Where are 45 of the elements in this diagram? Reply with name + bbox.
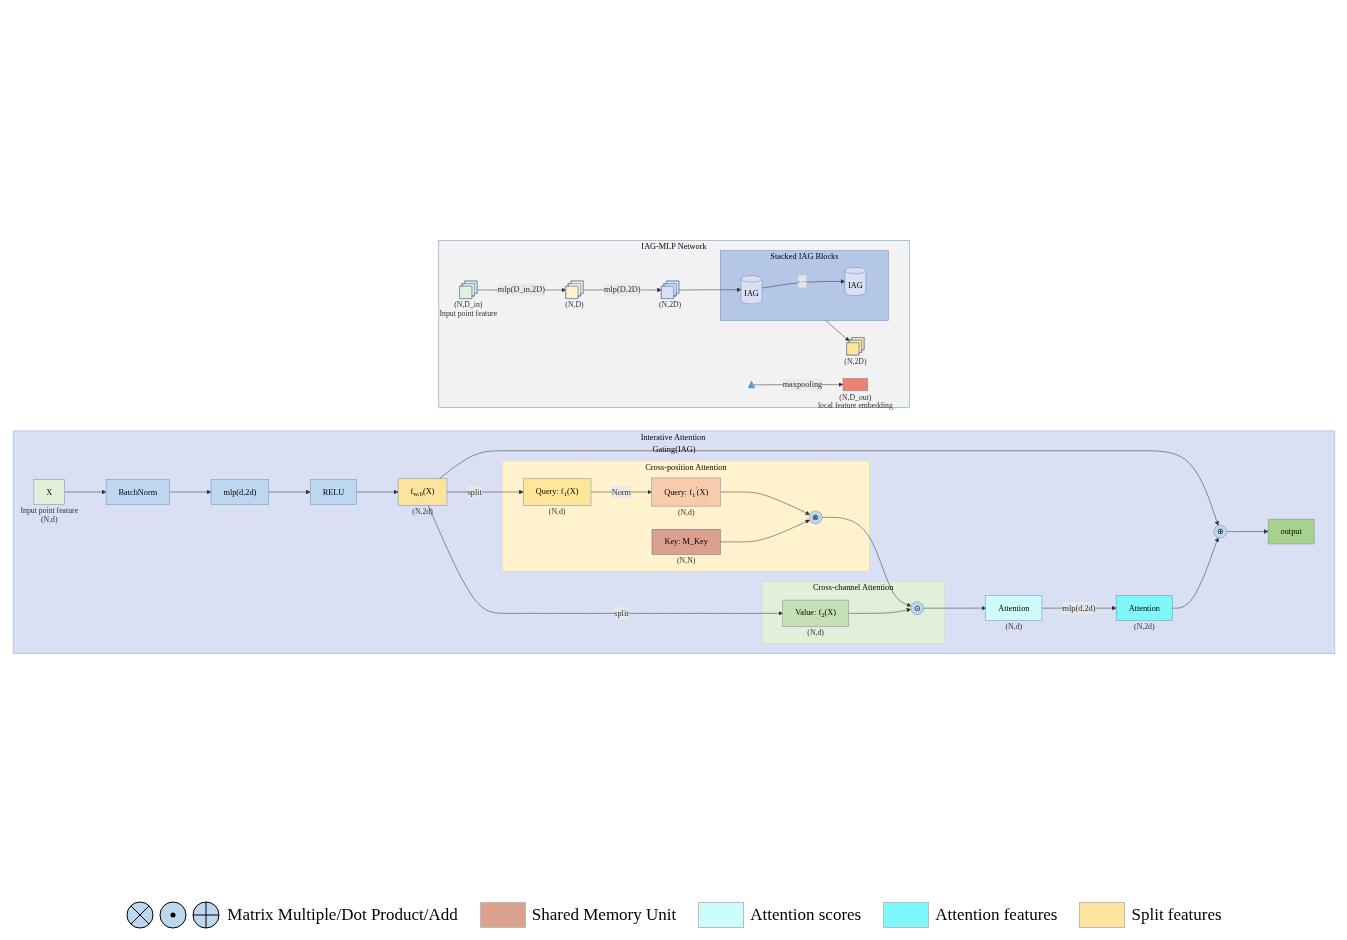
node-caption: Input point feature xyxy=(19,506,78,516)
node-caption: (N,d) xyxy=(40,515,58,525)
node-caption: (N,d) xyxy=(1005,622,1022,632)
node-caption: (N,d) xyxy=(677,507,694,517)
node-circle: ⊕ xyxy=(1213,524,1227,539)
edge-label: ··· xyxy=(797,276,807,286)
node-caption: (N,2D) xyxy=(658,300,681,310)
node-box: Key: M_Key xyxy=(651,529,721,555)
node-box: Attention xyxy=(985,595,1042,621)
node-box: f$_{w,b}$(X) xyxy=(397,478,447,506)
edge-label: split xyxy=(467,487,482,497)
node-box: BatchNorm xyxy=(105,479,170,505)
legend-text: Shared Memory Unit xyxy=(531,905,677,925)
edge-label: mlp(d,2d) xyxy=(1062,603,1095,613)
node-box: output xyxy=(1267,518,1314,545)
node-box: Query: f$_{1}$$^{'}$(X) xyxy=(650,477,721,507)
node-caption: local feature embedding xyxy=(817,401,893,411)
edge-label: Norm xyxy=(611,487,631,497)
node-circle: ⊗ xyxy=(808,510,822,525)
node-caption: Input point feature xyxy=(438,309,497,319)
node-caption: (N,D) xyxy=(564,300,584,310)
node-circle: ⊙ xyxy=(909,601,924,615)
legend-text: Matrix Multiple/Dot Product/Add xyxy=(227,905,458,925)
node-caption: (N,N) xyxy=(676,556,695,566)
legend-text: Attention features xyxy=(935,905,1058,925)
legend-text: Attention scores xyxy=(750,905,862,925)
edge-label: mlp(D,2D) xyxy=(603,285,641,294)
edge-label: mlp(D_in,2D) xyxy=(497,285,545,294)
node-box: Attention xyxy=(1115,595,1173,621)
node-caption: (N,2d) xyxy=(411,507,433,517)
edge-label: maxpooling xyxy=(782,379,822,389)
node-caption: (N,D_out) xyxy=(838,392,871,402)
node-caption: (N,2D) xyxy=(843,356,866,366)
node-bar xyxy=(842,378,868,392)
node-box: Query: f$_{1}$(X) xyxy=(522,478,591,506)
node-caption: (N,D_in) xyxy=(453,300,482,310)
node-caption: (N,d) xyxy=(548,507,565,517)
legend-text: Split features xyxy=(1131,905,1222,925)
node-caption: (N,2d) xyxy=(1133,622,1154,632)
node-box: Value: f$_{2}$(X) xyxy=(782,599,849,627)
node-box: X xyxy=(33,479,65,505)
node-box: mlp(d,2d) xyxy=(210,479,269,505)
node-caption: (N,d) xyxy=(806,628,824,638)
node-box: RELU xyxy=(309,479,357,505)
edge-label: split xyxy=(613,608,628,618)
